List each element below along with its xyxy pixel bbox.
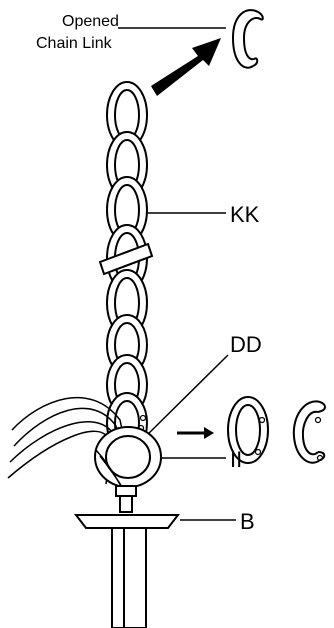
screw-icon [139, 414, 147, 422]
ii-label: II [230, 447, 242, 472]
side-link-open-icon [292, 400, 326, 464]
b-label: B [240, 509, 255, 534]
kk-label: KK [230, 202, 260, 227]
arrow-icon [151, 38, 221, 96]
chain [106, 81, 148, 454]
small-arrow-icon [177, 427, 214, 439]
chain-break-mark [98, 242, 154, 276]
fixture-stem [73, 485, 181, 628]
opened-chain-link-label-line1: Opened [62, 13, 119, 30]
dd-label: DD [230, 332, 262, 357]
opened-chain-link-label-line2: Chain Link [36, 35, 113, 52]
opened-chain-link-icon [231, 9, 264, 69]
hanging-loop [94, 426, 162, 488]
dd-leader [141, 354, 229, 441]
side-link-closed-icon [227, 396, 269, 464]
